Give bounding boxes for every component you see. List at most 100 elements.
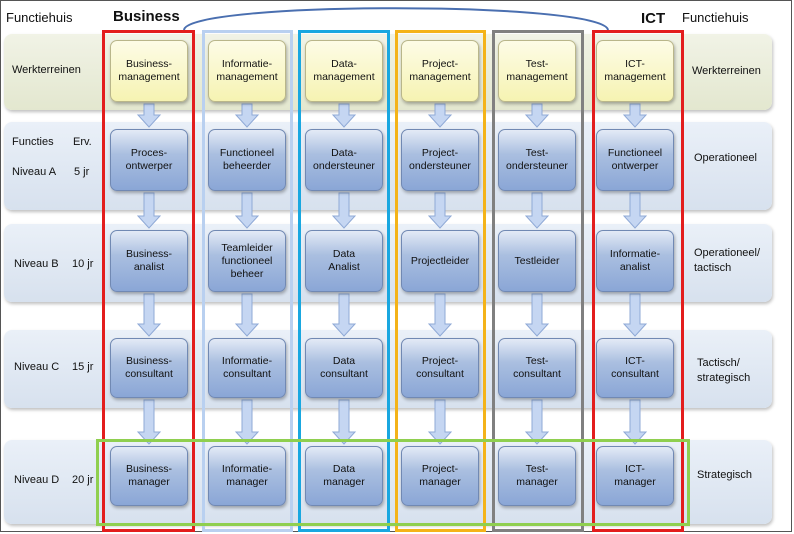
box-label: Data-ondersteuner bbox=[313, 147, 375, 173]
down-arrow-icon bbox=[331, 192, 357, 229]
down-arrow-icon bbox=[622, 192, 648, 229]
box-label: Projectleider bbox=[411, 255, 469, 268]
box-test-w: Test-management bbox=[498, 40, 576, 102]
box-label: Informatie-management bbox=[216, 58, 277, 84]
box-test-a: Test-ondersteuner bbox=[498, 129, 576, 191]
box-label-line: Testleider bbox=[514, 254, 560, 267]
box-label-line: consultant bbox=[416, 368, 464, 380]
box-label-line: consultant bbox=[223, 368, 271, 380]
box-label: Informatie-consultant bbox=[222, 355, 272, 381]
box-label: Informatie-manager bbox=[222, 463, 272, 489]
box-label-line: Business- bbox=[125, 248, 173, 260]
ict-title: ICT bbox=[641, 10, 666, 27]
box-label-line: Data- bbox=[331, 147, 357, 159]
box-label-line: beheer bbox=[230, 267, 264, 280]
label-niveau-a-years: 5 jr bbox=[74, 166, 90, 178]
box-project-d: Project-manager bbox=[401, 446, 479, 506]
box-label-line: analist bbox=[619, 261, 651, 273]
label-niveau-a: Niveau A bbox=[12, 166, 57, 178]
box-business-d: Business-manager bbox=[110, 446, 188, 506]
label-niveau-d: Niveau D bbox=[14, 474, 60, 486]
box-label-line: Data- bbox=[331, 58, 357, 70]
box-label-line: Analist bbox=[328, 261, 360, 273]
box-label: Business-analist bbox=[126, 248, 172, 274]
business-title: Business bbox=[113, 8, 180, 25]
down-arrow-icon bbox=[136, 192, 162, 229]
right-label-niveau-a: Operationeel bbox=[694, 152, 757, 164]
right-label-werkterreinen: Werkterreinen bbox=[692, 65, 761, 77]
box-label-line: Functioneel bbox=[607, 147, 663, 159]
box-informatie-c: Informatie-consultant bbox=[208, 338, 286, 398]
box-test-c: Test-consultant bbox=[498, 338, 576, 398]
box-label-line: analist bbox=[133, 261, 165, 273]
box-label-line: manager bbox=[323, 476, 365, 488]
box-label-line: Project- bbox=[421, 463, 459, 475]
box-label-line: Business- bbox=[125, 58, 173, 70]
box-project-c: Project-consultant bbox=[401, 338, 479, 398]
strategic-row-frame bbox=[96, 439, 690, 526]
box-label-line: beheerder bbox=[223, 160, 271, 172]
column-frame-test bbox=[492, 30, 584, 532]
label-erv: Erv. bbox=[73, 136, 92, 148]
down-arrow-icon bbox=[331, 103, 357, 128]
column-frame-business bbox=[102, 30, 195, 532]
column-frame-project bbox=[395, 30, 486, 532]
box-label-line: ondersteuner bbox=[409, 160, 471, 172]
box-business-w: Business-management bbox=[110, 40, 188, 102]
down-arrow-icon bbox=[234, 293, 260, 337]
down-arrow-icon bbox=[524, 192, 550, 229]
box-label: Project-management bbox=[409, 58, 470, 84]
box-label-line: consultant bbox=[513, 368, 561, 380]
box-label: Business-manager bbox=[126, 463, 172, 489]
box-label: Test-consultant bbox=[513, 355, 561, 381]
box-label: Informatie-analist bbox=[610, 248, 660, 274]
down-arrow-icon bbox=[136, 293, 162, 337]
box-label-line: Informatie- bbox=[221, 463, 273, 475]
box-label-line: Test- bbox=[525, 355, 549, 367]
box-label-line: consultant bbox=[125, 368, 173, 380]
down-arrow-icon bbox=[524, 103, 550, 128]
box-label-line: management bbox=[216, 71, 278, 83]
box-label: ICT-management bbox=[604, 58, 665, 84]
box-label-line: Project- bbox=[421, 147, 459, 159]
down-arrow-icon bbox=[331, 293, 357, 337]
right-title: Functiehuis bbox=[682, 10, 749, 25]
box-label-line: consultant bbox=[611, 368, 659, 380]
box-label-line: management bbox=[506, 71, 568, 83]
box-label-line: manager bbox=[226, 476, 268, 488]
connector-arc bbox=[183, 7, 609, 31]
box-test-d: Test-manager bbox=[498, 446, 576, 506]
box-label-line: ICT- bbox=[625, 355, 645, 367]
down-arrow-icon bbox=[234, 103, 260, 128]
box-project-w: Project-management bbox=[401, 40, 479, 102]
label-niveau-c: Niveau C bbox=[14, 361, 60, 373]
box-project-a: Project-ondersteuner bbox=[401, 129, 479, 191]
right-label-niveau-c-2: strategisch bbox=[697, 372, 751, 384]
box-label-line: Teamleider bbox=[221, 241, 273, 254]
box-label-line: manager bbox=[419, 476, 461, 488]
down-arrow-icon bbox=[331, 399, 357, 445]
down-arrow-icon bbox=[524, 293, 550, 337]
down-arrow-icon bbox=[136, 399, 162, 445]
box-label-line: Project- bbox=[421, 355, 459, 367]
label-functies: Functies bbox=[12, 136, 54, 148]
left-title: Functiehuis bbox=[6, 10, 73, 25]
box-label-line: ontwerper bbox=[125, 160, 173, 172]
down-arrow-icon bbox=[234, 399, 260, 445]
box-label-line: functioneel bbox=[221, 254, 273, 267]
box-informatie-w: Informatie-management bbox=[208, 40, 286, 102]
column-frame-informatie bbox=[202, 30, 293, 532]
box-label-line: Business- bbox=[125, 463, 173, 475]
right-label-niveau-c-1: Tactisch/ bbox=[697, 357, 740, 369]
box-label-line: Data bbox=[332, 355, 356, 367]
down-arrow-icon bbox=[622, 399, 648, 445]
down-arrow-icon bbox=[622, 293, 648, 337]
box-data-w: Data-management bbox=[305, 40, 383, 102]
right-label-niveau-b-1: Operationeel/ bbox=[694, 247, 761, 259]
box-label-line: Project- bbox=[421, 58, 459, 70]
box-label: Project-manager bbox=[419, 463, 460, 489]
box-label: Test-management bbox=[506, 58, 567, 84]
box-ict-b: Informatie-analist bbox=[596, 230, 674, 292]
